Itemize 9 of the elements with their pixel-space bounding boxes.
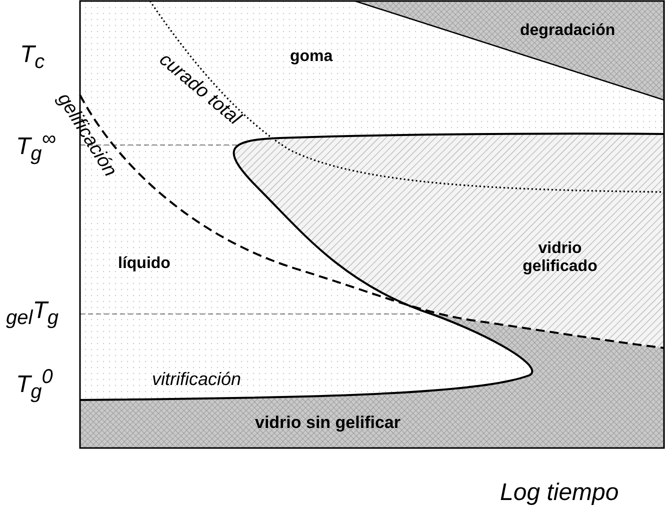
axis-title: Log tiempo [500,480,619,506]
region-label: degradación [520,22,616,40]
region-label: vidrio gelificado [522,240,598,276]
axis-tick-label: $_{gel}$T$_{g}$ [6,298,58,329]
region-label: líquido [118,255,170,273]
axis-tick-label: T$_{c}$ [20,42,45,73]
region-label: goma [290,48,333,66]
curve-label: vitrificación [152,370,242,390]
region-label: vidrio sin gelificar [255,414,400,433]
